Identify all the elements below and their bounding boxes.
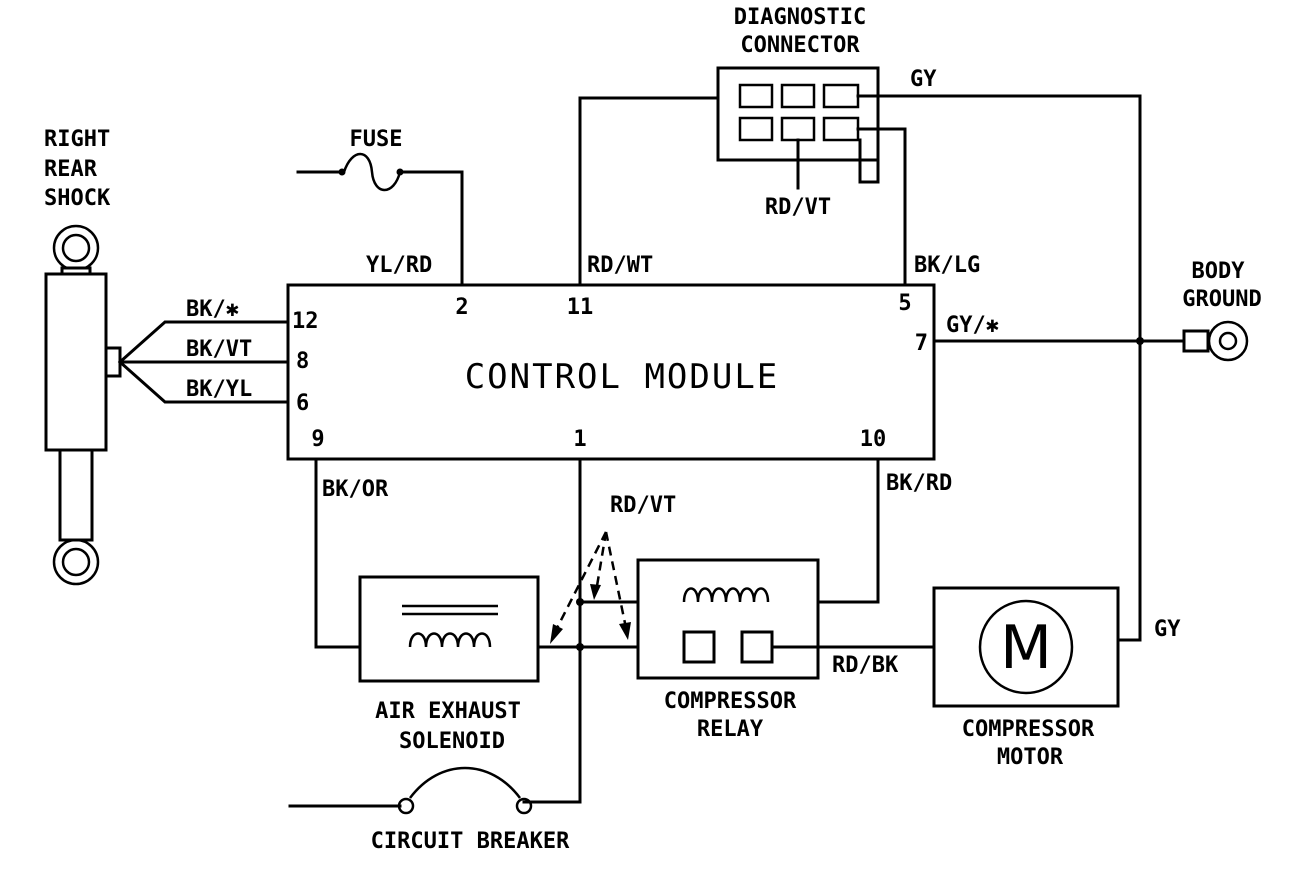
body-ground bbox=[1182, 320, 1249, 362]
control-module bbox=[286, 283, 936, 461]
right-rear-shock-label-3: SHOCK bbox=[44, 186, 111, 211]
compressor-relay-label-2: RELAY bbox=[697, 717, 764, 742]
splice-dot-solenoid bbox=[576, 643, 584, 651]
fuse-label: FUSE bbox=[350, 127, 403, 152]
pin-10: 10 bbox=[860, 427, 887, 452]
pin-7: 7 bbox=[915, 331, 928, 356]
motor-symbol-circle bbox=[978, 599, 1074, 695]
wire-gy-top bbox=[856, 94, 1142, 642]
air-exhaust-solenoid-label-2: SOLENOID bbox=[399, 729, 505, 754]
wire-label-bk-lg: BK/LG bbox=[914, 253, 980, 278]
pin-2: 2 bbox=[455, 295, 468, 320]
circuit-breaker-label: CIRCUIT BREAKER bbox=[371, 829, 570, 854]
wire-label-rd-wt: RD/WT bbox=[587, 253, 653, 278]
pin-8: 8 bbox=[296, 349, 309, 374]
wire-label-bk-rd: BK/RD bbox=[886, 471, 952, 496]
motor-symbol-letter: M bbox=[1000, 613, 1052, 683]
wire-diag-loop bbox=[858, 100, 880, 184]
wire-label-bk-or: BK/OR bbox=[322, 477, 389, 502]
relay-contact-left bbox=[682, 630, 716, 664]
wire-label-bk-star: BK/✱ bbox=[186, 297, 239, 322]
diagnostic-connector-label-1: DIAGNOSTIC bbox=[734, 5, 866, 30]
fuse bbox=[296, 152, 464, 287]
relay-contact-right bbox=[740, 630, 774, 664]
right-rear-shock-label-2: REAR bbox=[44, 157, 98, 182]
splice-dot-ground bbox=[1136, 337, 1144, 345]
rd-vt-pointer-arrows bbox=[550, 531, 631, 644]
compressor-motor-label-2: MOTOR bbox=[997, 745, 1064, 770]
wire-shock-to-12 bbox=[117, 320, 290, 365]
air-exhaust-solenoid-label-1: AIR EXHAUST bbox=[375, 699, 521, 724]
compressor-relay-label-1: COMPRESSOR bbox=[664, 689, 797, 714]
wire-label-gy-top: GY bbox=[910, 67, 937, 92]
body-ground-label-1: BODY bbox=[1192, 259, 1246, 284]
pin-6: 6 bbox=[296, 391, 309, 416]
air-exhaust-solenoid bbox=[358, 575, 540, 683]
wire-label-bk-vt: BK/VT bbox=[186, 337, 252, 362]
wire-label-rd-bk: RD/BK bbox=[832, 653, 899, 678]
wire-shock-to-6 bbox=[117, 359, 290, 404]
body-ground-label-2: GROUND bbox=[1182, 287, 1261, 312]
wire-label-bk-yl: BK/YL bbox=[186, 377, 252, 402]
compressor-motor-label-1: COMPRESSOR bbox=[962, 717, 1095, 742]
pin-1: 1 bbox=[573, 427, 586, 452]
compressor-motor bbox=[932, 586, 1120, 708]
diagnostic-connector-label-2: CONNECTOR bbox=[740, 33, 860, 58]
wire-rd-wt bbox=[578, 96, 720, 287]
compressor-relay bbox=[636, 558, 820, 680]
control-module-label: CONTROL MODULE bbox=[465, 357, 780, 397]
circuit-breaker bbox=[288, 766, 533, 815]
wire-label-gy-motor: GY bbox=[1154, 617, 1181, 642]
wire-label-rd-vt-lower: RD/VT bbox=[610, 493, 676, 518]
wire-rd-vt-main bbox=[522, 457, 582, 804]
relay-coil bbox=[682, 587, 770, 603]
pin-11: 11 bbox=[567, 295, 594, 320]
wire-bk-lg bbox=[856, 127, 907, 287]
wire-label-yl-rd: YL/RD bbox=[366, 253, 432, 278]
pin-9: 9 bbox=[311, 427, 324, 452]
wire-label-gy-star: GY/✱ bbox=[946, 313, 999, 338]
pin-12: 12 bbox=[292, 309, 319, 334]
right-rear-shock bbox=[44, 224, 122, 586]
pin-5: 5 bbox=[898, 291, 911, 316]
right-rear-shock-label-1: RIGHT bbox=[44, 127, 110, 152]
splice-dot-relay-coil bbox=[576, 598, 584, 606]
solenoid-coil bbox=[402, 604, 498, 648]
wire-label-rd-vt-diag: RD/VT bbox=[765, 195, 831, 220]
